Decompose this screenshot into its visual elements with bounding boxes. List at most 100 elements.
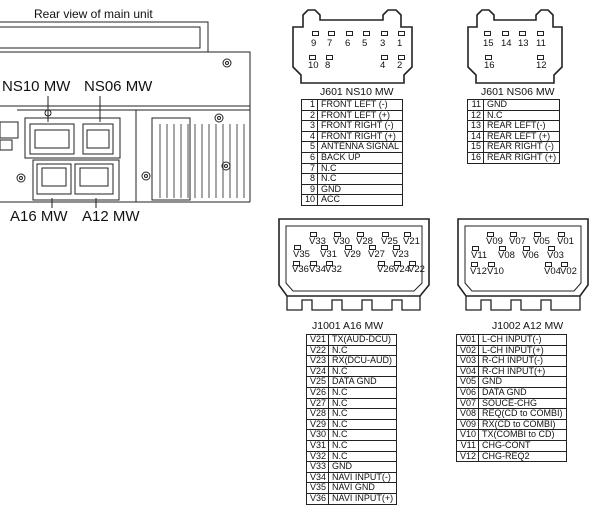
- pin-number: V03: [455, 355, 480, 367]
- j1002-a12-title: J1002 A12 MW: [492, 320, 564, 332]
- pin-number: V22: [305, 344, 330, 357]
- rear-view-title: Rear view of main unit: [34, 7, 153, 21]
- pin-contact: [326, 55, 333, 60]
- pin-number: V09: [455, 418, 480, 431]
- pin-label: V30: [333, 236, 350, 247]
- pin-label: V12: [470, 266, 487, 277]
- pin-contact: [485, 55, 492, 60]
- pin-number: V34: [305, 471, 330, 484]
- pin-contact: [321, 245, 328, 250]
- pin-contact: [381, 55, 388, 60]
- pin-function: REQ(CD to COMBI): [478, 408, 567, 420]
- pin-label: 11: [536, 38, 546, 49]
- pin-contact: [523, 246, 530, 251]
- pin-contact: [326, 261, 333, 266]
- pin-contact: [484, 31, 491, 36]
- pin-function: NAVI INPUT(-): [328, 471, 398, 484]
- pin-label: V11: [471, 250, 488, 261]
- pin-label: V02: [560, 266, 577, 277]
- pin-contact: [534, 232, 541, 237]
- pin-function: N.C: [317, 173, 404, 185]
- pin-number: V01: [455, 334, 480, 346]
- pin-function: REAR LEFT(-): [483, 120, 561, 132]
- pin-function: L-CH INPUT(+): [478, 344, 567, 357]
- pin-contact: [369, 245, 376, 250]
- pin-function: FRONT RIGHT (+): [317, 130, 404, 143]
- main-unit-rear-drawing: [0, 21, 251, 203]
- pin-label: V08: [498, 250, 515, 261]
- pin-contact: [393, 245, 400, 250]
- pin-label: 9: [311, 38, 317, 49]
- pin-number: V23: [305, 355, 330, 367]
- pin-contact: [471, 262, 478, 267]
- pin-function: N.C: [328, 439, 398, 452]
- pin-function: N.C: [328, 408, 398, 420]
- pin-function: R-CH INPUT(+): [478, 365, 567, 378]
- label-leader-lines: [47, 96, 101, 208]
- pin-label: 14: [501, 38, 512, 49]
- pin-function: REAR RIGHT (+): [483, 151, 561, 164]
- pin-function: CHG-REQ2: [478, 450, 567, 463]
- pin-contact: [472, 246, 479, 251]
- pin-number: V35: [305, 482, 330, 494]
- pin-function: GND: [483, 99, 561, 111]
- j1001-a16-connector-outline: [278, 218, 430, 311]
- pin-label: 12: [536, 60, 547, 71]
- pin-contact: [345, 245, 352, 250]
- pin-number: V08: [455, 408, 480, 420]
- pin-label: 1: [397, 38, 403, 49]
- pin-contact: [381, 31, 388, 36]
- pin-number: 15: [466, 141, 485, 153]
- pin-contact: [312, 31, 319, 36]
- pin-number: 11: [466, 99, 485, 111]
- pin-function: L-CH INPUT(-): [478, 334, 567, 346]
- pin-function: N.C: [328, 450, 398, 463]
- pin-label: V10: [487, 266, 504, 277]
- pin-function: N.C: [328, 429, 398, 441]
- pin-function: SOUCE-CHG: [478, 397, 567, 410]
- pin-contact: [561, 262, 568, 267]
- pin-function: N.C: [483, 109, 561, 122]
- pin-number: 10: [300, 194, 319, 206]
- j601-ns06-connector-outline: [467, 9, 563, 84]
- pin-number: V11: [455, 439, 480, 452]
- pin-function: ANTENNA SIGNAL: [317, 141, 404, 153]
- pin-function: TX(AUD-DCU): [328, 334, 398, 346]
- ns10-connector-label: NS10 MW: [2, 78, 71, 95]
- pin-function: N.C: [317, 162, 404, 175]
- pin-number: V04: [455, 365, 480, 378]
- pin-label: 13: [518, 38, 529, 49]
- pin-function: GND: [478, 376, 567, 388]
- pin-contact: [398, 31, 405, 36]
- pin-label: V23: [392, 249, 409, 260]
- pin-function: NAVI GND: [328, 482, 398, 494]
- pin-number: V31: [305, 439, 330, 452]
- pin-contact: [519, 31, 526, 36]
- pin-label: 2: [397, 60, 403, 71]
- pin-function: ACC: [317, 194, 404, 206]
- pin-contact: [382, 232, 389, 237]
- pin-number: V33: [305, 461, 330, 473]
- pin-number: V28: [305, 408, 330, 420]
- pin-number: 16: [466, 151, 485, 164]
- pin-label: 15: [483, 38, 494, 49]
- pin-contact: [346, 31, 353, 36]
- pin-label: V31: [320, 249, 337, 260]
- pin-number: V24: [305, 365, 330, 378]
- pin-number: 6: [300, 151, 319, 164]
